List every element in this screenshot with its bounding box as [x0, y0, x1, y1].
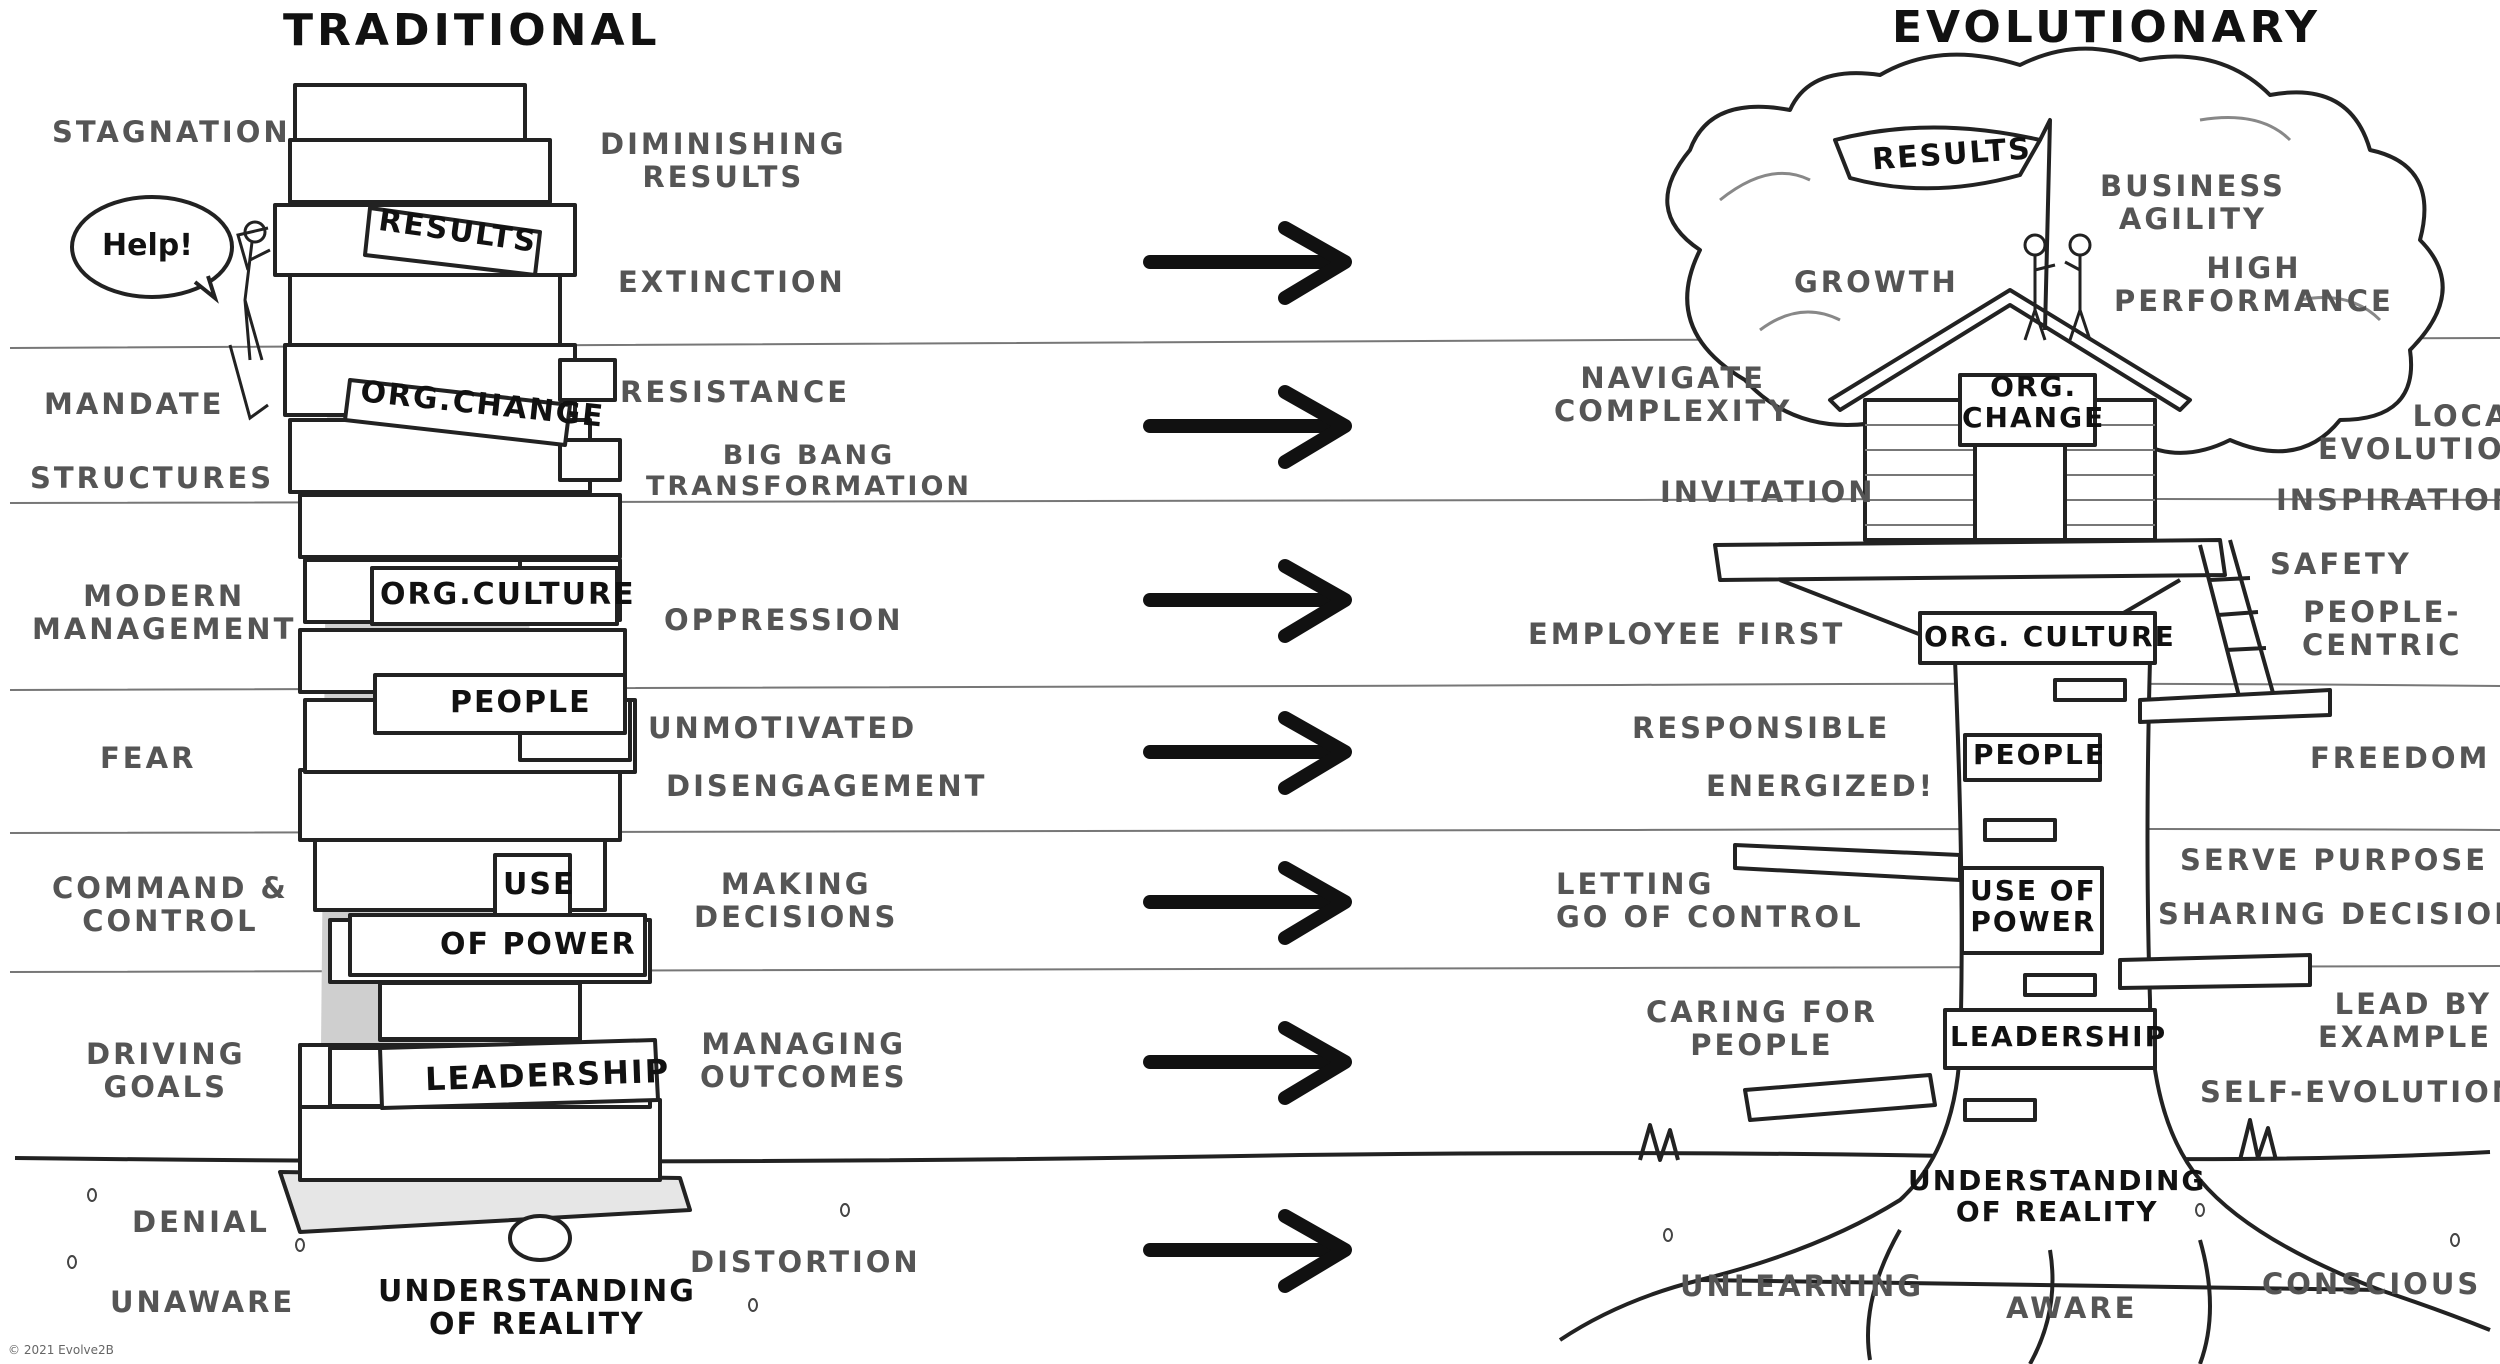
- tower-tag-use: USE: [503, 867, 576, 902]
- label-local-evolution: LOCALEVOLUTION: [2318, 399, 2500, 467]
- label-mandate: MANDATE: [44, 387, 225, 421]
- tree: [1558, 46, 2491, 1364]
- tree-tag-org-change: ORG.CHANGE: [1962, 370, 2106, 434]
- label-people-centric: PEOPLE-CENTRIC: [2302, 595, 2463, 663]
- title-evolutionary: EVOLUTIONARY: [1892, 2, 2321, 53]
- tower-tag-leadership: LEADERSHIP: [424, 1051, 671, 1099]
- tree-tag-box-orgculture: [1918, 611, 2157, 665]
- speech-bubble: [70, 195, 234, 304]
- label-distortion: DISTORTION: [690, 1245, 921, 1279]
- label-resistance: RESISTANCE: [620, 375, 851, 409]
- tower-tag-box-use: [493, 853, 572, 917]
- label-unmotivated: UNMOTIVATED: [648, 711, 918, 745]
- tower-tag-people: PEOPLE: [450, 685, 592, 720]
- label-command-control: COMMAND &CONTROL: [52, 871, 289, 939]
- label-growth: GROWTH: [1794, 265, 1959, 299]
- tree-tag-org-culture: ORG. CULTURE: [1924, 620, 2176, 653]
- pebbles: [67, 1188, 2460, 1312]
- label-self-evolution: SELF-EVOLUTION: [2200, 1075, 2500, 1109]
- label-freedom: FREEDOM: [2310, 741, 2491, 775]
- tower-tag-box-results: [363, 206, 542, 277]
- label-structures: STRUCTURES: [30, 461, 275, 495]
- label-aware: AWARE: [2006, 1291, 2138, 1325]
- label-disengagement: DISENGAGEMENT: [666, 769, 988, 803]
- arrow-1: [1143, 221, 1352, 305]
- label-fear: FEAR: [100, 741, 197, 775]
- arrow-6: [1143, 1021, 1352, 1105]
- tree-tag-box-leadership: [1943, 1008, 2157, 1070]
- tower-tag-box-orgchange: [343, 378, 572, 447]
- tower-tag-box-ofpower: [348, 913, 647, 977]
- label-sharing-decisions: SHARING DECISIONS: [2158, 897, 2500, 931]
- tree-house-roof: [1828, 288, 2192, 412]
- label-employee-first: EMPLOYEE FIRST: [1528, 617, 1846, 651]
- label-denial: DENIAL: [132, 1205, 270, 1239]
- tower-tag-of-power: OF POWER: [440, 927, 637, 962]
- copyright-note: © 2021 Evolve2B: [8, 1343, 114, 1357]
- title-traditional: TRADITIONAL: [283, 5, 661, 56]
- label-oppression: OPPRESSION: [664, 603, 904, 637]
- label-safety: SAFETY: [2270, 547, 2412, 581]
- label-stagnation: STAGNATION: [52, 115, 291, 149]
- arrow-4: [1143, 711, 1352, 795]
- tree-platform: [1713, 538, 2227, 582]
- tree-tag-leadership: LEADERSHIP: [1950, 1020, 2168, 1053]
- tree-tag-box-useofpower: [1960, 866, 2104, 955]
- arrow-3: [1143, 559, 1352, 643]
- arrow-2: [1143, 385, 1352, 469]
- tree-ladder: [2198, 539, 2277, 701]
- label-invitation: INVITATION: [1660, 475, 1876, 509]
- tower-tag-box-orgculture: [370, 566, 619, 626]
- label-energized: ENERGIZED!: [1706, 769, 1935, 803]
- tower-wheel: [508, 1214, 572, 1262]
- label-inspiration: INSPIRATION: [2276, 483, 2500, 517]
- label-unaware: UNAWARE: [110, 1285, 296, 1319]
- jenga-tower: [273, 83, 692, 1262]
- label-conscious: CONSCIOUS: [2262, 1267, 2482, 1301]
- tree-tag-people: PEOPLE: [1973, 738, 2106, 771]
- tower-tag-box-leadership: [378, 1038, 660, 1110]
- label-responsible: RESPONSIBLE: [1632, 711, 1891, 745]
- arrows: [1143, 221, 1352, 1293]
- arrow-7: [1143, 1209, 1352, 1293]
- tree-tag-box-people: [1963, 733, 2102, 782]
- tree-results-flag: [1833, 125, 2042, 191]
- speech-bubble-text: Help!: [102, 228, 193, 263]
- arrow-5: [1143, 861, 1352, 945]
- label-extinction: EXTINCTION: [618, 265, 846, 299]
- tower-tag-org-culture: ORG.CULTURE: [380, 577, 636, 612]
- label-unlearning: UNLEARNING: [1680, 1269, 1925, 1303]
- climber-figure: [228, 220, 271, 421]
- tower-tag-box-people: [373, 673, 627, 735]
- tree-tag-box-orgchange: [1958, 373, 2097, 447]
- label-serve-purpose: SERVE PURPOSE: [2180, 843, 2489, 877]
